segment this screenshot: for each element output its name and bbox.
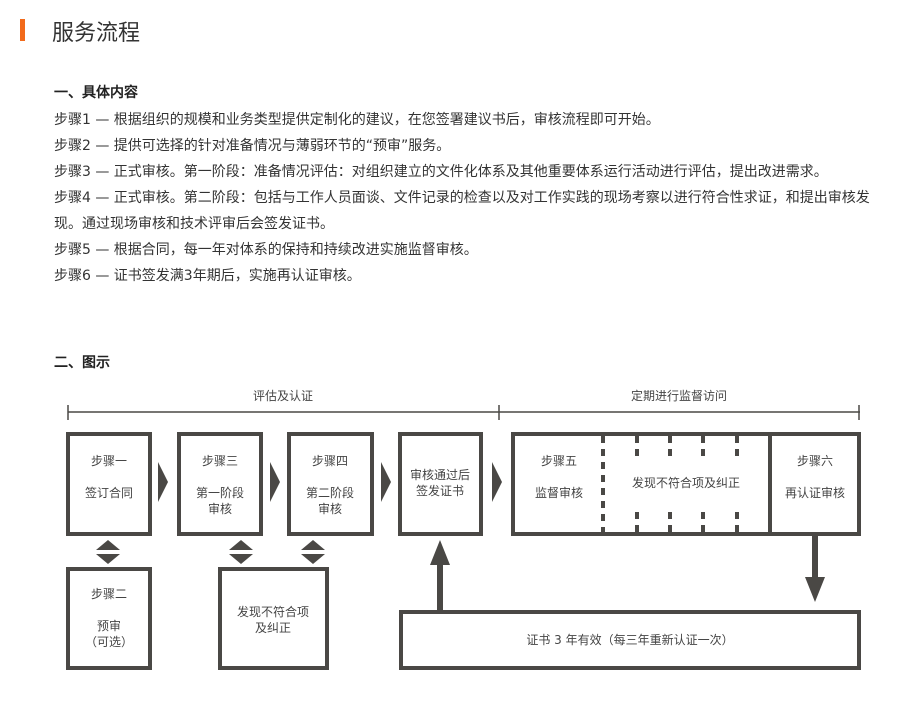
arrow-right-icon <box>492 462 502 502</box>
box-text: 证书 3 年有效（每三年重新认证一次） <box>526 632 733 647</box>
arrow-right-icon <box>270 462 280 502</box>
step-text: 步骤6 — 证书签发满3年期后，实施再认证审核。 <box>54 268 361 284</box>
box-text: 签订合同 <box>85 485 133 500</box>
phase-brackets <box>67 405 860 420</box>
dashed-dividers <box>601 436 739 532</box>
box-text: 签发证书 <box>416 483 464 498</box>
box-text: 发现不符合项及纠正 <box>632 475 740 490</box>
box-title: 步骤三 <box>202 454 238 468</box>
box-title: 步骤一 <box>91 454 127 468</box>
box-title: 步骤二 <box>91 587 127 601</box>
step-text: 步骤3 — 正式审核。第一阶段：准备情况评估：对组织建立的文件化体系及其他重要体… <box>54 164 828 180</box>
step-text: 步骤4 — 正式审核。第二阶段：包括与工作人员面谈、文件记录的检查以及对工作实践… <box>54 190 870 232</box>
double-arrow-icon <box>301 540 325 564</box>
step-text: 步骤1 — 根据组织的规模和业务类型提供定制化的建议，在您签署建议书后，审核流程… <box>54 112 660 128</box>
steps-list: 步骤1 — 根据组织的规模和业务类型提供定制化的建议，在您签署建议书后，审核流程… <box>54 107 884 289</box>
box-text: （可选） <box>85 635 133 649</box>
section-heading-content: 一、具体内容 <box>54 85 138 101</box>
box-text: 审核 <box>318 501 342 516</box>
box-step1 <box>66 432 152 536</box>
box-certificate <box>398 432 483 536</box>
box-text: 监督审核 <box>535 485 583 500</box>
box-title: 步骤五 <box>541 454 577 468</box>
box-surveillance <box>511 432 861 536</box>
box-text: 第二阶段 <box>306 485 354 500</box>
page-title: 服务流程 <box>52 21 141 46</box>
box-nonconformity <box>218 567 329 670</box>
double-arrow-icon <box>96 540 120 564</box>
step-text: 步骤2 — 提供可选择的针对准备情况与薄弱环节的“预审”服务。 <box>54 138 451 154</box>
double-arrow-icon <box>229 540 253 564</box>
box-text: 预审 <box>97 618 121 633</box>
box-title: 步骤四 <box>312 454 348 468</box>
box-text: 第一阶段 <box>196 485 244 500</box>
box-validity <box>399 610 861 670</box>
box-text: 审核 <box>208 501 232 516</box>
box-step2 <box>66 567 152 670</box>
box-step4 <box>287 432 374 536</box>
box-text: 及纠正 <box>255 621 291 635</box>
phase-label: 评估及认证 <box>253 389 313 403</box>
box-text: 发现不符合项 <box>237 604 309 619</box>
box-title: 步骤六 <box>797 454 833 468</box>
arrow-up-icon <box>430 540 450 611</box>
title-accent-bar <box>20 19 25 41</box>
box-text: 再认证审核 <box>785 485 845 500</box>
phase-label: 定期进行监督访问 <box>631 388 727 403</box>
step-text: 步骤5 — 根据合同，每一年对体系的保持和持续改进实施监督审核。 <box>54 242 478 258</box>
arrow-down-icon <box>805 535 825 602</box>
arrow-right-icon <box>158 462 168 502</box>
arrow-right-icon <box>381 462 391 502</box>
box-step3 <box>177 432 263 536</box>
section-heading-diagram: 二、图示 <box>54 355 110 371</box>
box-text: 审核通过后 <box>410 467 470 482</box>
